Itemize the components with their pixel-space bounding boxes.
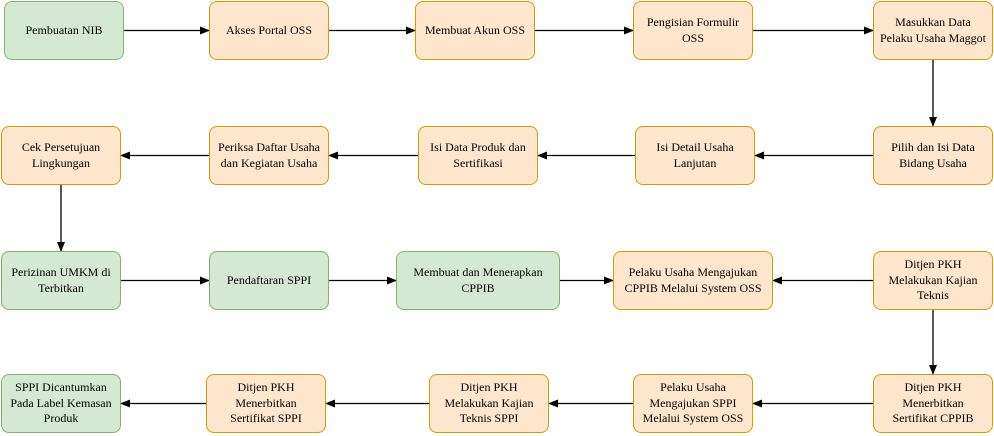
- node-pilih-bidang-usaha: Pilih dan Isi Data Bidang Usaha: [873, 126, 993, 185]
- node-membuat-menerapkan-cppib: Membuat dan Menerapkan CPPIB: [396, 251, 560, 310]
- node-sppi-dicantumkan: SPPI Dicantumkan Pada Label Kemasan Prod…: [1, 374, 121, 433]
- node-cek-persetujuan-lingkungan: Cek Persetujuan Lingkungan: [1, 126, 121, 185]
- node-pembuatan-nib: Pembuatan NIB: [4, 1, 124, 60]
- node-kajian-teknis: Ditjen PKH Melakukan Kajian Teknis: [873, 251, 993, 310]
- node-pengajuan-cppib: Pelaku Usaha Mengajukan CPPIB Melalui Sy…: [613, 251, 773, 310]
- node-sertifikat-cppib: Ditjen PKH Menerbitkan Sertifikat CPPIB: [873, 374, 993, 433]
- node-pengisian-formulir-oss: Pengisian Formulir OSS: [633, 1, 753, 60]
- node-akses-portal-oss: Akses Portal OSS: [209, 1, 329, 60]
- node-pengajuan-sppi: Pelaku Usaha Mengajukan SPPI Melalui Sys…: [633, 374, 753, 433]
- node-sertifikat-sppi: Ditjen PKH Menerbitkan Sertifikat SPPI: [206, 374, 326, 433]
- node-pendaftaran-sppi: Pendaftaran SPPI: [209, 251, 329, 310]
- node-isi-data-produk: Isi Data Produk dan Sertifikasi: [418, 126, 538, 185]
- node-perizinan-umkm: Perizinan UMKM di Terbitkan: [1, 251, 121, 310]
- node-isi-detail-usaha: Isi Detail Usaha Lanjutan: [635, 126, 755, 185]
- node-membuat-akun-oss: Membuat Akun OSS: [415, 1, 535, 60]
- node-masukkan-data-pelaku-usaha: Masukkan Data Pelaku Usaha Maggot: [873, 1, 993, 60]
- node-kajian-teknis-sppi: Ditjen PKH Melakukan Kajian Teknis SPPI: [429, 374, 549, 433]
- node-periksa-daftar-usaha: Periksa Daftar Usaha dan Kegiatan Usaha: [209, 126, 329, 185]
